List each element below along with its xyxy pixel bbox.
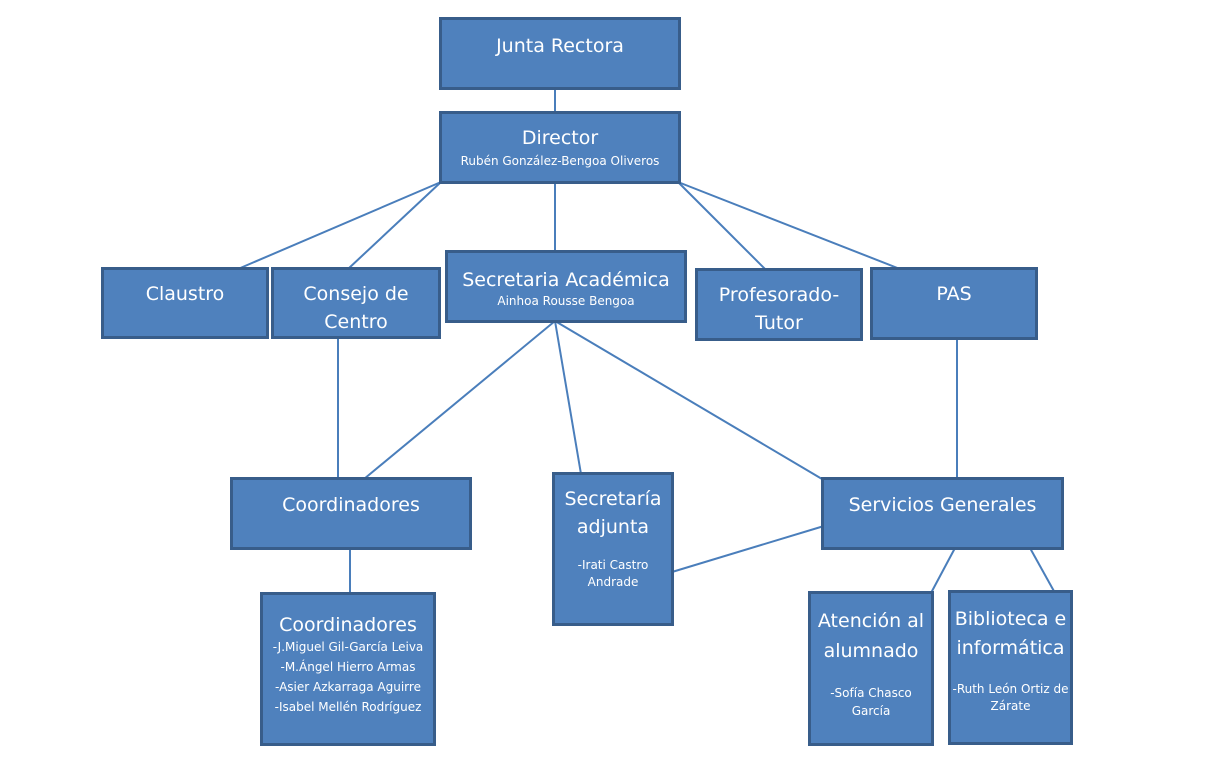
node-profesorado-tutor: Profesorado- Tutor xyxy=(695,268,863,341)
node-servicios-generales: Servicios Generales xyxy=(821,477,1064,550)
line-director-pas xyxy=(677,181,901,270)
node-title: Director xyxy=(521,127,599,149)
line-servicios-atencion xyxy=(930,547,956,594)
line-secretaria-adjunta xyxy=(554,320,582,475)
line-director-claustro xyxy=(237,181,442,270)
node-title: PAS xyxy=(936,283,972,305)
line-secretaria-coordinadores xyxy=(363,320,556,480)
coordinator-item: -Isabel Mellén Rodríguez xyxy=(274,700,422,714)
node-director: Director Rubén González-Bengoa Oliveros xyxy=(439,111,681,184)
node-biblioteca-informatica: Biblioteca e informática -Ruth León Orti… xyxy=(948,590,1073,745)
node-junta-rectora: Junta Rectora xyxy=(439,17,681,90)
coordinator-item: -Asier Azkarraga Aguirre xyxy=(275,680,421,694)
line-servicios-biblioteca xyxy=(1029,547,1056,594)
node-title: Coordinadores xyxy=(279,614,417,636)
node-subtitle: -Irati Castro Andrade xyxy=(577,558,649,589)
line-director-profesorado xyxy=(677,181,766,270)
node-title: Atención al alumnado xyxy=(817,610,925,662)
node-title: Profesorado- Tutor xyxy=(718,284,840,334)
node-coordinadores-list: Coordinadores -J.Miguel Gil-García Leiva… xyxy=(260,592,436,746)
node-title: Claustro xyxy=(145,283,225,305)
node-title: Junta Rectora xyxy=(496,35,624,57)
coordinator-item: -J.Miguel Gil-García Leiva xyxy=(272,640,424,654)
node-title: Servicios Generales xyxy=(848,494,1037,516)
node-title: Consejo de Centro xyxy=(303,283,409,333)
node-consejo-de-centro: Consejo de Centro xyxy=(271,267,441,339)
line-secretaria-servicios xyxy=(554,320,823,480)
node-atencion-alumnado: Atención al alumnado -Sofía Chasco Garcí… xyxy=(808,591,934,746)
node-secretaria-academica: Secretaria Académica Ainhoa Rousse Bengo… xyxy=(445,250,687,323)
node-title: Biblioteca e informática xyxy=(954,608,1067,659)
node-subtitle: -Sofía Chasco García xyxy=(830,686,912,718)
node-title: Coordinadores xyxy=(282,494,420,516)
line-adjunta-servicios xyxy=(671,525,825,573)
coordinator-item: -M.Ángel Hierro Armas xyxy=(280,660,416,674)
node-pas: PAS xyxy=(870,267,1038,340)
node-title: Secretaria Académica xyxy=(462,269,670,291)
node-subtitle: -Ruth León Ortiz de Zárate xyxy=(952,682,1069,713)
node-claustro: Claustro xyxy=(101,267,269,339)
node-subtitle: Ainhoa Rousse Bengoa xyxy=(497,294,635,308)
node-coordinadores: Coordinadores xyxy=(230,477,472,550)
line-director-consejo xyxy=(347,181,442,270)
node-secretaria-adjunta: Secretaría adjunta -Irati Castro Andrade xyxy=(552,472,674,626)
node-title: Secretaría adjunta xyxy=(564,488,662,538)
node-subtitle: Rubén González-Bengoa Oliveros xyxy=(460,154,660,168)
